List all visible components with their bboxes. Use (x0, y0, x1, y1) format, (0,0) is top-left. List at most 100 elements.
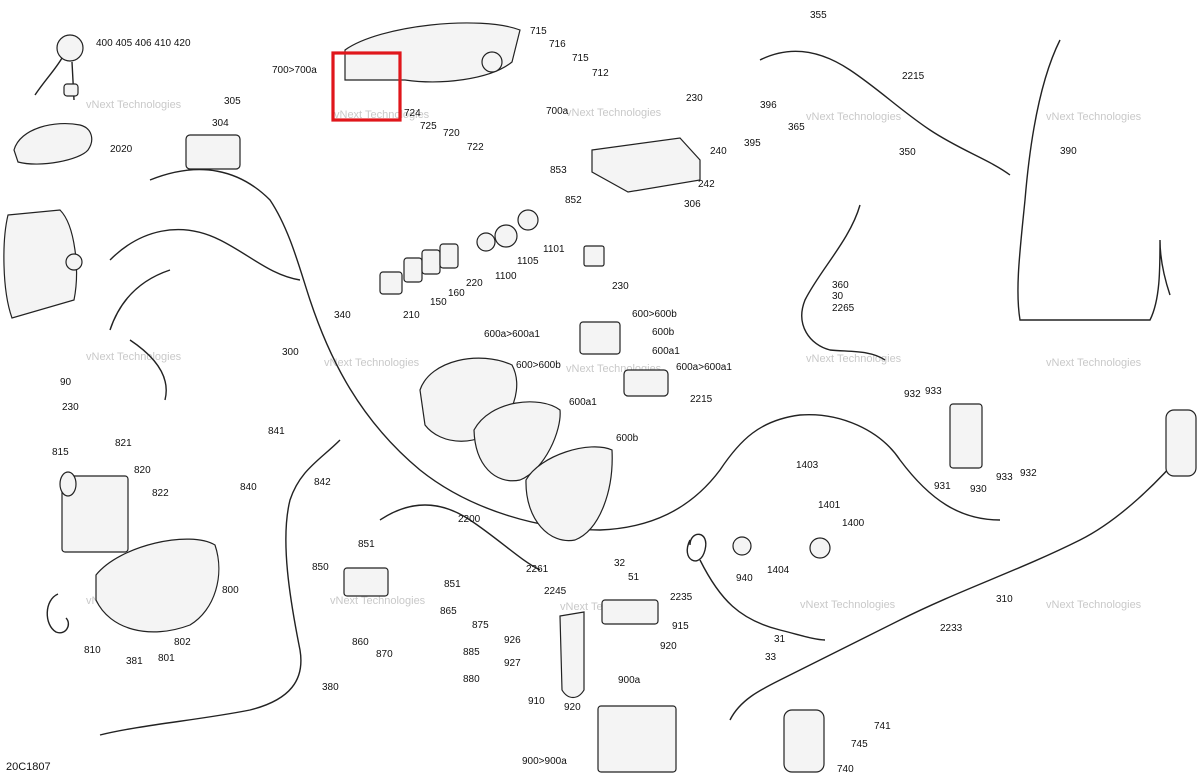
control-module-icon (591, 137, 701, 193)
callout-c933a: 933 (925, 386, 942, 397)
callout-c1105: 1105 (517, 256, 539, 267)
display-frame-icon (623, 369, 669, 397)
callout-c1100: 1100 (495, 271, 517, 282)
callout-c932b: 932 (1020, 468, 1037, 479)
callout-c242: 242 (698, 179, 715, 190)
winch-hook-icon (46, 593, 70, 634)
sensor-icon (809, 537, 831, 559)
winch-drum-icon (95, 538, 220, 633)
switch-icon (439, 243, 459, 269)
watermark: vNext Technologies (806, 111, 902, 123)
watermark: vNext Technologies (1046, 599, 1142, 611)
callout-c1404: 1404 (767, 565, 790, 576)
callout-c920b: 920 (564, 702, 581, 713)
gauge-lens-icon (473, 401, 561, 482)
callout-c720: 720 (443, 128, 460, 139)
callout-c801: 801 (158, 653, 175, 664)
callout-c870: 870 (376, 649, 393, 660)
callout-c600a1a: 600a1 (652, 346, 680, 357)
display-module-icon (579, 321, 621, 355)
callout-c600a1b: 600a1 (569, 397, 597, 408)
callout-c841: 841 (268, 426, 285, 437)
callout-c360: 360 (832, 280, 849, 291)
callout-c2265a: 2265 (832, 303, 855, 314)
connector-icon (476, 232, 496, 252)
hose-360 (801, 204, 886, 361)
highlight-box (331, 51, 402, 122)
callout-c210: 210 (403, 310, 420, 321)
callout-c1101: 1101 (543, 244, 565, 255)
callout-c304: 304 (212, 118, 229, 129)
fuse-box-icon (185, 134, 241, 170)
callout-c33: 33 (765, 652, 777, 663)
callout-c927: 927 (504, 658, 521, 669)
callout-c700a: 700a (546, 106, 569, 117)
callout-c741: 741 (874, 721, 891, 732)
watermark: vNext Technologies (1046, 111, 1142, 123)
callout-c851b: 851 (444, 579, 461, 590)
callout-c600b2: 600b (616, 433, 639, 444)
harness-840 (99, 439, 341, 736)
callout-c380: 380 (322, 682, 339, 693)
callout-c716: 716 (549, 39, 566, 50)
tail-light-icon (1165, 409, 1197, 477)
callout-c840: 840 (240, 482, 257, 493)
callout-c820: 820 (134, 465, 151, 476)
callout-c1403: 1403 (796, 460, 819, 471)
callout-c2215a: 2215 (902, 71, 925, 82)
callout-c853: 853 (550, 165, 567, 176)
callout-c915: 915 (672, 621, 689, 632)
callout-c340: 340 (334, 310, 351, 321)
callout-layer: 400 405 406 410 4202020305304700>700a715… (52, 10, 1077, 775)
winch-relay-icon (343, 567, 389, 597)
callout-c885: 885 (463, 647, 480, 658)
figure-reference-code: 20C1807 (6, 761, 51, 773)
callout-c724: 724 (404, 108, 421, 119)
callout-c931: 931 (934, 481, 951, 492)
callout-c310: 310 (996, 594, 1013, 605)
callout-c910: 910 (528, 696, 545, 707)
switch-icon (421, 249, 441, 275)
watermark: vNext Technologies (86, 99, 182, 111)
callout-c51: 51 (628, 572, 640, 583)
callout-c2235: 2235 (670, 592, 693, 603)
battery-bracket-icon (559, 611, 585, 699)
switch-handle-icon (34, 34, 84, 101)
battery-icon (597, 705, 677, 773)
switch-icon (403, 257, 423, 283)
callout-c30: 30 (832, 291, 844, 302)
watermark: vNext Technologies (334, 109, 430, 121)
callout-c900900a: 900>900a (522, 756, 567, 767)
watermark: vNext Technologies (566, 107, 662, 119)
callout-c700: 700>700a (272, 65, 317, 76)
callout-c2200: 2200 (458, 514, 481, 525)
connector-icon (494, 224, 518, 248)
front-harness-loop (109, 269, 171, 401)
callout-c821: 821 (115, 438, 132, 449)
watermark: vNext Technologies (800, 599, 896, 611)
harness-31 (699, 559, 826, 641)
callout-c712: 712 (592, 68, 609, 79)
callout-c230a: 230 (686, 93, 703, 104)
callout-c150: 150 (430, 297, 447, 308)
callout-c822: 822 (152, 488, 169, 499)
callout-c600a600a1a: 600a>600a1 (484, 329, 540, 340)
callout-c875: 875 (472, 620, 489, 631)
callout-c930: 930 (970, 484, 987, 495)
callout-c600b1: 600b (652, 327, 675, 338)
winch-bracket-icon (61, 475, 129, 553)
callout-c2261: 2261 (526, 564, 549, 575)
callout-c850: 850 (312, 562, 329, 573)
callout-c381: 381 (126, 656, 143, 667)
callout-c306: 306 (684, 199, 701, 210)
harness-350 (759, 50, 1011, 176)
callout-c240: 240 (710, 146, 727, 157)
callout-c220: 220 (466, 278, 483, 289)
callout-c802: 802 (174, 637, 191, 648)
wire-layer (99, 39, 1186, 736)
callout-c745: 745 (851, 739, 868, 750)
fuse-block-icon (601, 599, 659, 625)
callout-c160: 160 (448, 288, 465, 299)
callout-c2233: 2233 (940, 623, 963, 634)
relay-icon (583, 245, 605, 267)
